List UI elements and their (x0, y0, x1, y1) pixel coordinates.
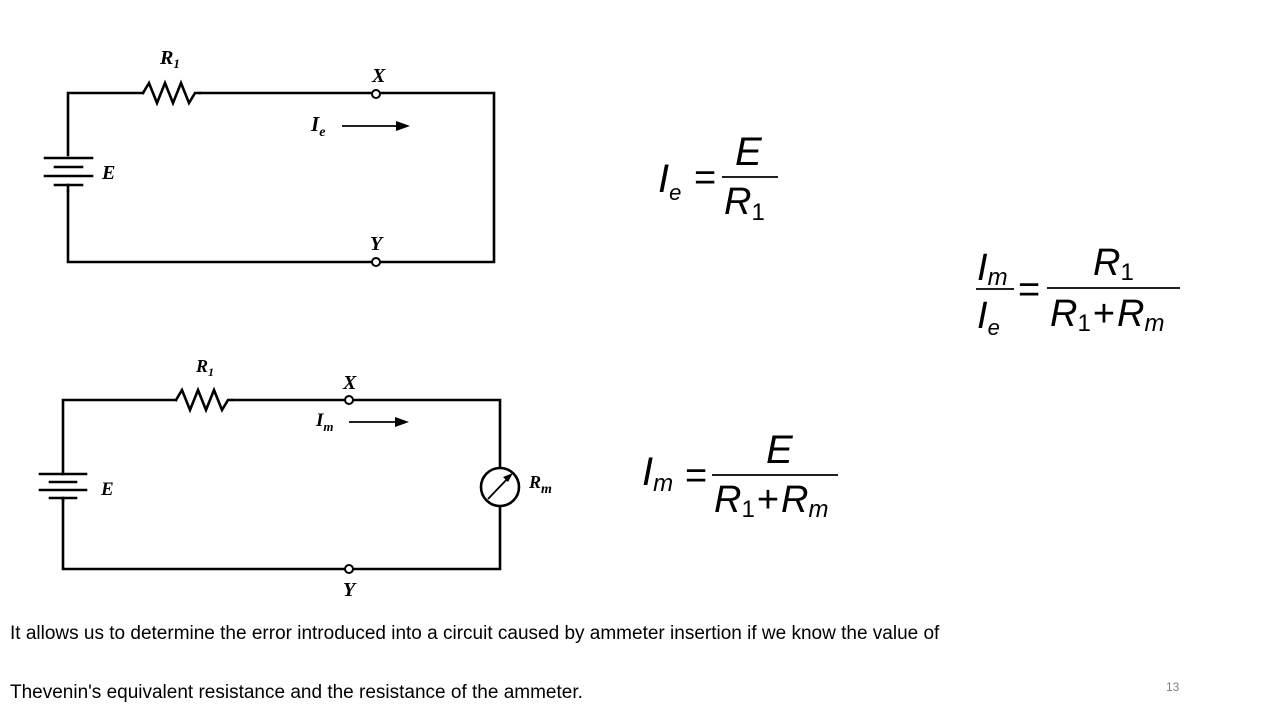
eq2-lhs-den: I (977, 295, 988, 337)
eq1-numerator: E (735, 130, 763, 174)
svg-text:Rm: Rm (528, 472, 552, 497)
meter-sub: m (541, 482, 552, 497)
meter-label: R (528, 472, 541, 492)
svg-text:R1: R1 (195, 356, 214, 379)
eq3-numerator: E (766, 428, 794, 472)
bottom-current-sub: m (323, 419, 333, 434)
circuit-bottom: R1 E X Y Im Rm (38, 356, 552, 601)
eq3-equals: = (685, 455, 707, 497)
equation-ie: Ie = E R1 (658, 130, 778, 226)
top-r1-sub: 1 (173, 56, 180, 71)
eq2-lhs-num: I (977, 247, 988, 289)
svg-text:Im: Im (977, 247, 1008, 291)
bottom-wire-right-top (351, 398, 502, 470)
eq2-equals: = (1018, 269, 1040, 311)
svg-text:R1+Rm: R1+Rm (1050, 293, 1164, 337)
eq2-den-plus: + (1093, 293, 1115, 335)
svg-text:Im: Im (642, 450, 673, 497)
eq2-den-b-sub: m (1144, 310, 1164, 337)
top-current-sub: e (319, 125, 325, 140)
svg-text:Ie: Ie (977, 295, 1000, 340)
circuit-top: R1 E X Y Ie (43, 47, 496, 267)
equation-im: Im = E R1+Rm (642, 428, 838, 523)
eq2-den-a-sub: 1 (1077, 310, 1090, 337)
slide-number: 13 (1166, 680, 1180, 694)
top-source-label: E (101, 162, 115, 184)
top-resistor-r1 (141, 79, 202, 107)
top-battery-e (43, 156, 94, 193)
svg-text:R1: R1 (159, 47, 180, 71)
bottom-terminal-y (344, 564, 354, 574)
bottom-r1-sub: 1 (208, 365, 214, 379)
top-terminal-x (371, 89, 381, 99)
bottom-resistor-r1 (174, 386, 234, 414)
eq1-lhs-sub: e (669, 180, 681, 205)
svg-text:Ie: Ie (310, 112, 325, 140)
bottom-wire-upper-left (61, 398, 178, 476)
eq2-den-a: R (1050, 293, 1077, 335)
eq1-lhs: I (658, 157, 669, 201)
bottom-battery-e (38, 472, 88, 502)
bottom-wire-right-bottom (351, 504, 502, 571)
bottom-node-x-label: X (342, 372, 357, 394)
ammeter-symbol (479, 466, 521, 508)
eq1-den-sub: 1 (751, 199, 764, 226)
top-terminal-y (371, 257, 381, 267)
eq3-den-b-sub: m (808, 496, 828, 523)
eq3-den-b: R (781, 479, 808, 521)
top-arrowhead (396, 121, 410, 131)
eq3-den-a: R (714, 479, 741, 521)
bottom-node-y-label: Y (343, 579, 357, 601)
eq3-den-a-sub: 1 (741, 496, 754, 523)
eq2-lhs-num-sub: m (988, 264, 1008, 291)
eq2-den-b: R (1117, 293, 1144, 335)
svg-text:R1: R1 (1093, 242, 1134, 286)
equation-ratio: Im Ie = R1 R1+Rm (976, 242, 1180, 340)
top-node-x-label: X (371, 65, 386, 87)
top-current-label: I (310, 112, 320, 136)
eq1-den: R (724, 181, 751, 223)
svg-text:R1+Rm: R1+Rm (714, 479, 828, 523)
eq2-num: R (1093, 242, 1120, 284)
explanation-line-1: It allows us to determine the error intr… (10, 623, 940, 644)
top-node-y-label: Y (370, 233, 384, 255)
eq2-num-sub: 1 (1120, 259, 1133, 286)
eq3-den-plus: + (757, 479, 779, 521)
top-wire-right (378, 91, 496, 264)
eq3-lhs: I (642, 450, 653, 494)
eq1-equals: = (694, 157, 716, 199)
explanation-line-2: Thevenin's equivalent resistance and the… (10, 682, 583, 703)
eq3-lhs-sub: m (653, 470, 673, 497)
top-r1-label: R (159, 47, 173, 69)
svg-text:R1: R1 (724, 181, 765, 226)
svg-text:Im: Im (315, 410, 334, 434)
eq2-lhs-den-sub: e (988, 315, 1000, 340)
svg-text:Ie: Ie (658, 157, 681, 205)
bottom-wire-bottom (61, 498, 347, 571)
top-wire-upper-left (66, 91, 145, 157)
bottom-r1-label: R (195, 356, 208, 376)
bottom-terminal-x (344, 395, 354, 405)
bottom-current-label: I (315, 410, 324, 431)
bottom-arrowhead (395, 417, 409, 427)
bottom-source-label: E (100, 479, 114, 500)
top-wire-bottom (66, 189, 374, 264)
